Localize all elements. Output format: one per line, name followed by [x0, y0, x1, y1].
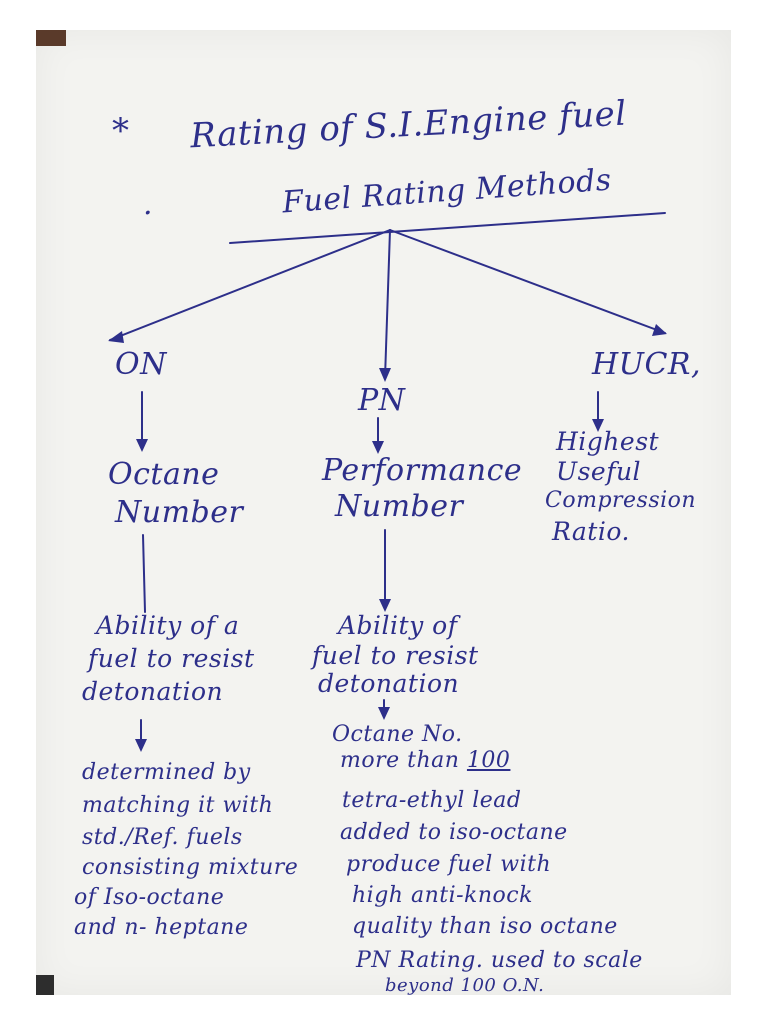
hucr-full-line1: Highest [556, 427, 660, 456]
node-pn-full-line1: Performance [322, 453, 523, 488]
heading-dot: . [143, 187, 154, 222]
pn-octane-value: 100 [466, 748, 511, 773]
hucr-full-line3: Compression [545, 488, 697, 513]
node-on-full-line2: Number [115, 495, 244, 530]
on-detail-line2: matching it with [82, 793, 274, 818]
on-definition-line3: detonation [82, 677, 224, 706]
node-pn-full-line2: Number [335, 489, 464, 524]
on-detail-line1: determined by [82, 760, 251, 785]
title-bullet: * [112, 111, 130, 151]
corner-mark [36, 30, 66, 46]
hucr-full-line4: Ratio. [552, 517, 630, 546]
pn-octane-line1: Octane No. [332, 722, 463, 747]
pn-octane-line2: more than 100 [340, 748, 510, 775]
pn-detail-line3: produce fuel with [346, 852, 552, 877]
on-detail-line6: and n- heptane [74, 915, 249, 940]
pn-definition-line2: fuel to resist [312, 641, 479, 670]
pn-octane-more-than: more than [340, 748, 467, 773]
edge-mark [36, 975, 54, 995]
on-detail-line5: of Iso-octane [74, 885, 225, 910]
pn-detail-line1: tetra-ethyl lead [342, 788, 522, 813]
pn-definition-line1: Ability of [338, 611, 458, 640]
on-definition-line1: Ability of a [96, 611, 240, 640]
pn-definition-line3: detonation [318, 669, 460, 698]
node-on-abbr: ON [115, 347, 167, 382]
node-hucr-abbr: HUCR, [592, 347, 702, 382]
paper-sheet [36, 30, 731, 995]
node-pn-abbr: PN [358, 383, 406, 418]
pn-detail-line5: quality than iso octane [352, 914, 618, 939]
pn-detail-line2: added to iso-octane [340, 820, 568, 845]
on-detail-line3: std./Ref. fuels [82, 825, 243, 850]
pn-detail-line4: high anti-knock [352, 883, 533, 908]
pn-detail-line6: PN Rating. used to scale [356, 948, 643, 973]
hucr-full-line2: Useful [556, 457, 642, 486]
on-definition-line2: fuel to resist [88, 644, 255, 673]
on-detail-line4: consisting mixture [82, 855, 299, 880]
node-on-full-line1: Octane [108, 457, 220, 492]
pn-detail-line7: beyond 100 O.N. [385, 975, 545, 996]
